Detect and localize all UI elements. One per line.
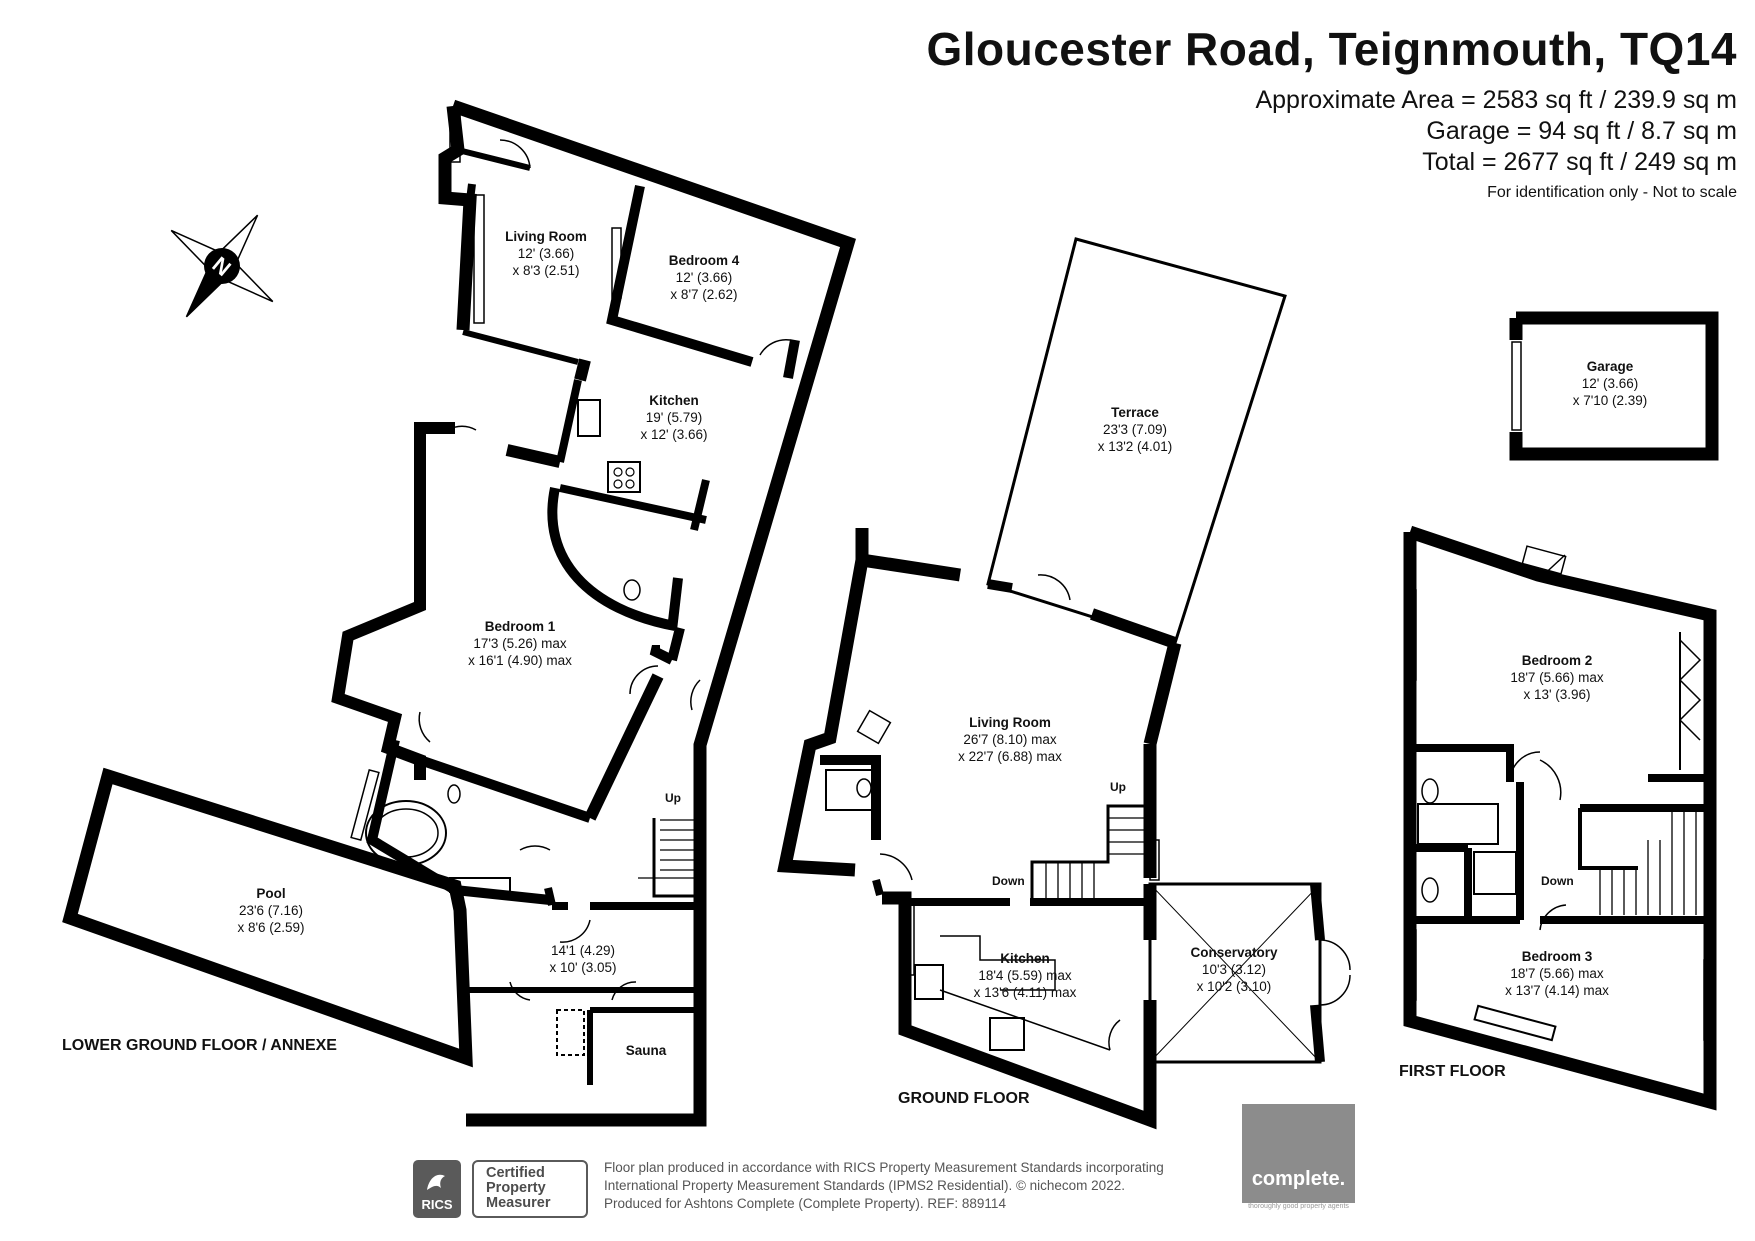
footer-disclaimer: Floor plan produced in accordance with R… xyxy=(604,1159,1164,1213)
ground-stair-down-label: Down xyxy=(992,874,1025,888)
room-dim-1: 18'4 (5.59) max xyxy=(978,968,1072,983)
room-terrace: Terrace 23'3 (7.09) x 13'2 (4.01) xyxy=(1098,404,1173,455)
total-area: Total = 2677 sq ft / 249 sq m xyxy=(1422,148,1737,176)
property-title: Gloucester Road, Teignmouth, TQ14 xyxy=(926,23,1737,75)
room-dim-1: 19' (5.79) xyxy=(645,410,703,425)
ground-floor-plan xyxy=(777,237,1351,1130)
room-dim-1: 23'3 (7.09) xyxy=(1102,422,1168,437)
room-dim-2: x 8'6 (2.59) xyxy=(237,920,305,935)
room-dim-2: x 13'7 (4.14) max xyxy=(1505,983,1609,998)
room-ground-kitchen: Kitchen 18'4 (5.59) max x 13'6 (4.11) ma… xyxy=(974,950,1077,1001)
first-outer-wall xyxy=(1403,525,1717,1111)
approximate-area: Approximate Area = 2583 sq ft / 239.9 sq… xyxy=(1255,86,1737,114)
room-dim-1: 12' (3.66) xyxy=(675,270,733,285)
room-dim-1: 26'7 (8.10) max xyxy=(963,732,1057,747)
room-lower-kitchen: Kitchen 19' (5.79) x 12' (3.66) xyxy=(640,392,707,443)
room-garage: Garage 12' (3.66) x 7'10 (2.39) xyxy=(1573,358,1648,409)
room-name: Conservatory xyxy=(1190,945,1278,960)
room-dim-2: x 7'10 (2.39) xyxy=(1572,393,1648,408)
room-dim-2: x 10'2 (3.10) xyxy=(1196,979,1272,994)
rics-badge: RICS xyxy=(413,1160,461,1218)
room-name: Bedroom 2 xyxy=(1521,653,1593,668)
room-dim-2: x 22'7 (6.88) max xyxy=(958,749,1062,764)
room-dim-2: x 16'1 (4.90) max xyxy=(468,653,572,668)
rics-emblem-icon xyxy=(427,1174,445,1190)
room-name: Terrace xyxy=(1111,405,1159,420)
lower-bedroom4-wall xyxy=(606,184,754,367)
footer-line-3: Produced for Ashtons Complete (Complete … xyxy=(604,1196,1006,1211)
room-dim-2: x 13'6 (4.11) max xyxy=(973,985,1077,1000)
lower-outer-wall xyxy=(450,99,856,1127)
garage-plan xyxy=(1509,311,1719,461)
scale-note: For identification only - Not to scale xyxy=(1487,184,1737,201)
room-dim-2: x 8'3 (2.51) xyxy=(512,263,580,278)
room-name: Sauna xyxy=(625,1043,667,1058)
ground-outer-wall xyxy=(855,528,961,582)
room-name: Kitchen xyxy=(1000,951,1050,966)
room-dim-1: 17'3 (5.26) max xyxy=(473,636,567,651)
footer-line-1: Floor plan produced in accordance with R… xyxy=(604,1160,1164,1175)
room-name: Bedroom 1 xyxy=(484,619,556,634)
room-dim-1: 10'3 (3.12) xyxy=(1201,962,1267,977)
room-dim-1: 12' (3.66) xyxy=(517,246,575,261)
cert-line-3: Measurer xyxy=(486,1195,551,1211)
logo-tagline: thoroughly good property agents xyxy=(1248,1203,1349,1210)
pool-outline xyxy=(62,767,473,1068)
compass-rose-icon: N xyxy=(170,214,274,318)
room-dim-1: 18'7 (5.66) max xyxy=(1510,670,1604,685)
room-name: Living Room xyxy=(505,229,587,244)
garage-area: Garage = 94 sq ft / 8.7 sq m xyxy=(1426,117,1737,145)
cert-line-1: Certified xyxy=(486,1165,545,1181)
room-name: Bedroom 3 xyxy=(1521,949,1593,964)
lower-living-wall xyxy=(438,105,477,331)
first-floor-plan xyxy=(1403,525,1717,1111)
lower-stair-up-label: Up xyxy=(665,791,681,805)
lower-ground-floor-plan xyxy=(62,99,856,1127)
room-ground-living-room: Living Room 26'7 (8.10) max x 22'7 (6.88… xyxy=(958,714,1062,765)
room-name: Kitchen xyxy=(649,393,699,408)
room-dim-1: 23'6 (7.16) xyxy=(238,903,304,918)
ground-stair-up-label: Up xyxy=(1110,780,1126,794)
conservatory-outline xyxy=(1148,882,1322,1064)
room-dim-2: x 13'2 (4.01) xyxy=(1097,439,1173,454)
room-name: Garage xyxy=(1586,359,1634,374)
room-dim-2: x 12' (3.66) xyxy=(640,427,708,442)
complete-logo: complete. xyxy=(1242,1104,1355,1203)
ground-floor-label: GROUND FLOOR xyxy=(898,1090,1030,1107)
room-sauna: Sauna xyxy=(626,1042,667,1059)
garage-wall xyxy=(1509,311,1719,461)
room-lower-hall: 14'1 (4.29) x 10' (3.05) xyxy=(549,942,616,976)
first-floor-label: FIRST FLOOR xyxy=(1399,1063,1506,1080)
cert-line-2: Property xyxy=(486,1180,546,1196)
room-dim-2: x 13' (3.96) xyxy=(1523,687,1591,702)
certified-property-measurer-badge: Certified Property Measurer xyxy=(472,1160,588,1218)
room-bedroom-3: Bedroom 3 18'7 (5.66) max x 13'7 (4.14) … xyxy=(1505,948,1609,999)
room-pool: Pool 23'6 (7.16) x 8'6 (2.59) xyxy=(237,885,304,936)
room-conservatory: Conservatory 10'3 (3.12) x 10'2 (3.10) xyxy=(1190,944,1277,995)
first-stair-down-label: Down xyxy=(1541,874,1574,888)
room-dim-2: x 10' (3.05) xyxy=(549,960,617,975)
room-dim-1: 14'1 (4.29) xyxy=(550,943,616,958)
room-lower-living-room: Living Room 12' (3.66) x 8'3 (2.51) xyxy=(505,228,587,279)
room-dim-1: 12' (3.66) xyxy=(1581,376,1639,391)
room-name: Living Room xyxy=(969,715,1051,730)
lower-bedroom1-wall xyxy=(331,422,455,780)
room-dim-1: 18'7 (5.66) max xyxy=(1510,966,1604,981)
logo-text: complete. xyxy=(1251,1168,1346,1190)
room-dim-2: x 8'7 (2.62) xyxy=(670,287,738,302)
room-bedroom-1: Bedroom 1 17'3 (5.26) max x 16'1 (4.90) … xyxy=(468,618,572,669)
room-bedroom-2: Bedroom 2 18'7 (5.66) max x 13' (3.96) xyxy=(1510,652,1603,703)
room-bedroom-4: Bedroom 4 12' (3.66) x 8'7 (2.62) xyxy=(669,252,740,303)
room-name: Pool xyxy=(256,886,286,901)
room-name: Bedroom 4 xyxy=(668,253,740,268)
rics-text: RICS xyxy=(421,1197,453,1212)
footer-line-2: International Property Measurement Stand… xyxy=(604,1178,1125,1193)
lower-ground-floor-label: LOWER GROUND FLOOR / ANNEXE xyxy=(62,1037,337,1054)
